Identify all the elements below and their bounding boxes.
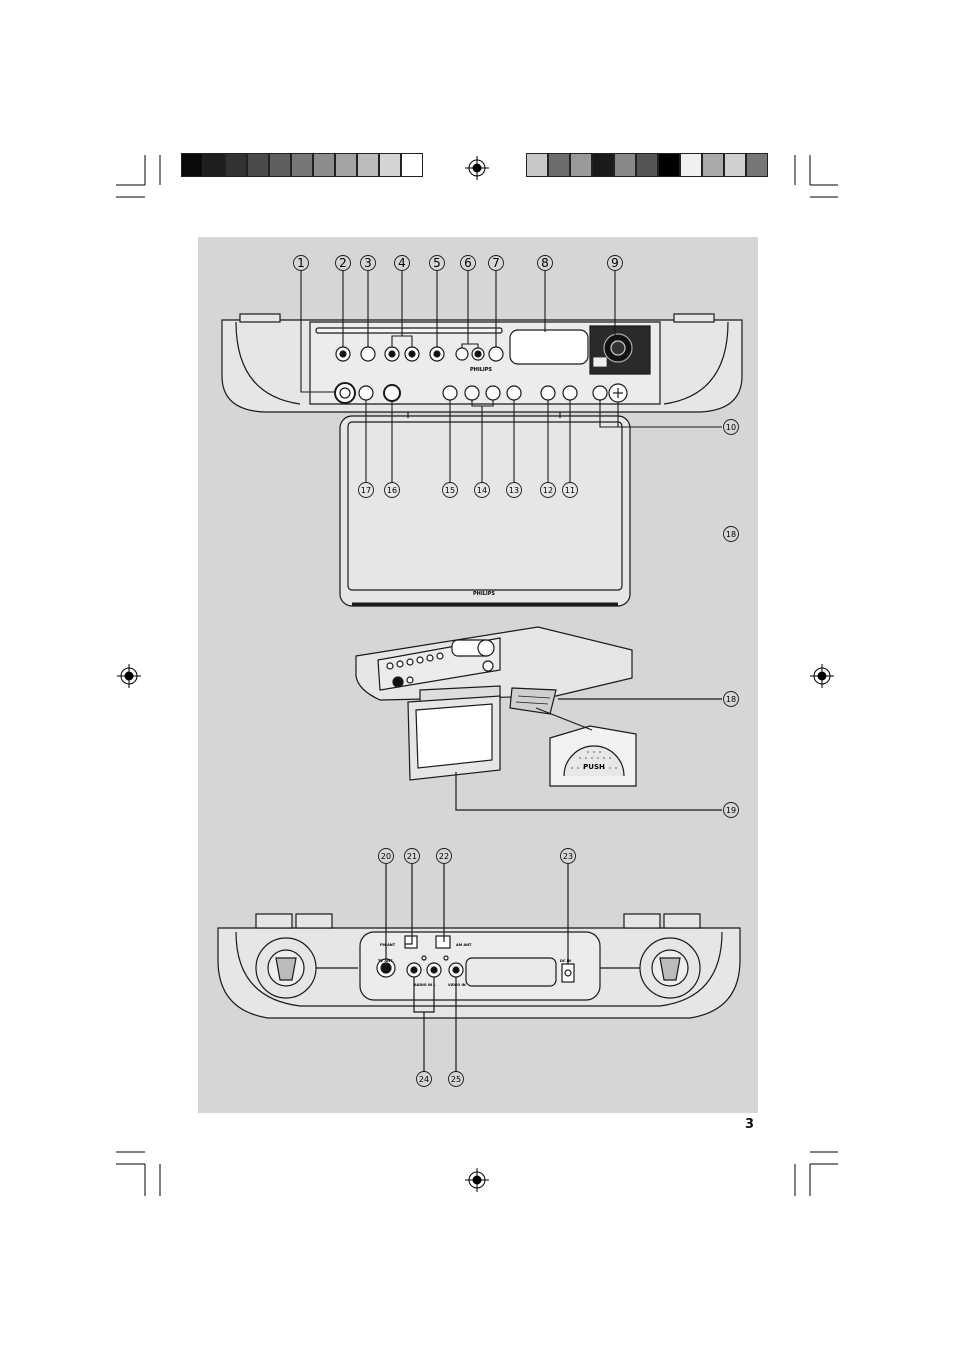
top-buttons-row-2 bbox=[334, 382, 628, 404]
color-swatch bbox=[746, 153, 768, 177]
color-swatch bbox=[357, 153, 379, 177]
callout-1: 1 bbox=[297, 256, 305, 270]
color-swatch bbox=[225, 153, 247, 177]
color-swatch bbox=[247, 153, 269, 177]
callout-17: 17 bbox=[361, 486, 371, 495]
top-buttons-row-1 bbox=[335, 346, 504, 362]
callout-6: 6 bbox=[464, 256, 472, 270]
color-swatch bbox=[658, 153, 680, 177]
callout-3: 3 bbox=[364, 256, 372, 270]
color-swatch bbox=[526, 153, 548, 177]
top-leaders bbox=[300, 270, 722, 482]
color-swatch bbox=[636, 153, 658, 177]
color-swatch bbox=[181, 153, 203, 177]
registration-target-top bbox=[465, 156, 489, 180]
label-audio-in: AUDIO IN L bbox=[414, 983, 436, 987]
label-dc-in: DC IN bbox=[560, 959, 571, 963]
callout-13: 13 bbox=[509, 486, 519, 495]
callout-8: 8 bbox=[541, 256, 549, 270]
label-fm-ant: FM ANT bbox=[380, 943, 396, 947]
color-swatch bbox=[724, 153, 746, 177]
callout-19: 19 bbox=[726, 806, 736, 815]
color-swatch bbox=[548, 153, 570, 177]
color-swatch bbox=[203, 153, 225, 177]
callout-24: 24 bbox=[419, 1075, 429, 1084]
callout-21: 21 bbox=[407, 852, 417, 861]
top-unit bbox=[221, 313, 743, 413]
callout-16: 16 bbox=[387, 486, 397, 495]
callout-18-middle: 18 bbox=[726, 695, 736, 704]
color-swatch bbox=[680, 153, 702, 177]
page-number: 3 bbox=[745, 1117, 755, 1132]
callout-22: 22 bbox=[439, 852, 449, 861]
callout-14: 14 bbox=[477, 486, 487, 495]
callout-25: 25 bbox=[451, 1075, 461, 1084]
registration-target-bottom bbox=[465, 1168, 489, 1192]
callout-2: 2 bbox=[339, 256, 347, 270]
color-swatch bbox=[269, 153, 291, 177]
color-swatch bbox=[335, 153, 357, 177]
callout-5: 5 bbox=[433, 256, 441, 270]
color-swatch bbox=[592, 153, 614, 177]
registration-target-right bbox=[810, 664, 834, 688]
registration-target-left bbox=[117, 664, 141, 688]
brand-label-cd: PHILIPS bbox=[470, 367, 492, 373]
callout-9: 9 bbox=[611, 256, 619, 270]
callout-15: 15 bbox=[445, 486, 455, 495]
color-swatch bbox=[614, 153, 636, 177]
color-swatch bbox=[313, 153, 335, 177]
callout-20: 20 bbox=[381, 852, 391, 861]
callout-circles bbox=[293, 255, 739, 1087]
color-swatch bbox=[291, 153, 313, 177]
callout-7: 7 bbox=[492, 256, 500, 270]
callout-12: 12 bbox=[543, 486, 553, 495]
label-video-in: VIDEO IN bbox=[448, 983, 466, 987]
color-bar-left bbox=[181, 153, 423, 177]
color-swatch bbox=[702, 153, 724, 177]
rear-unit bbox=[217, 864, 741, 1072]
color-swatch bbox=[401, 153, 423, 177]
callout-10: 10 bbox=[726, 423, 736, 432]
label-am-ant: AM ANT bbox=[456, 943, 472, 947]
perspective-unit bbox=[355, 626, 722, 811]
brand-label-screen: PHILIPS bbox=[473, 591, 495, 597]
label-tv-ant: TV ANT bbox=[378, 959, 393, 963]
color-swatch bbox=[570, 153, 592, 177]
push-label: PUSH bbox=[583, 763, 605, 771]
callout-4: 4 bbox=[398, 256, 406, 270]
color-swatch bbox=[379, 153, 401, 177]
callout-18-top: 18 bbox=[726, 530, 736, 539]
screen-unit bbox=[339, 412, 631, 607]
color-bar-right bbox=[526, 153, 768, 177]
callout-23: 23 bbox=[563, 852, 573, 861]
callout-11: 11 bbox=[565, 486, 575, 495]
